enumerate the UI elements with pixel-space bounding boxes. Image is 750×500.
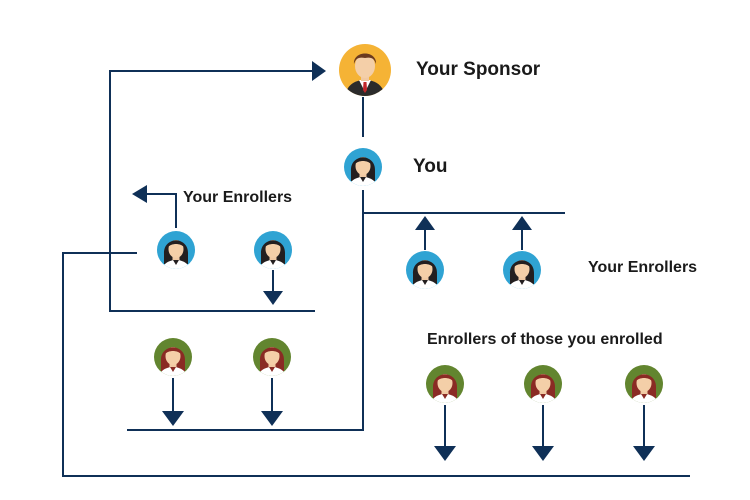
you-downline-line <box>127 190 364 431</box>
arrowhead-left-enroller <box>132 185 147 203</box>
arrowheads <box>132 61 655 461</box>
enroller-avatar-right-2 <box>503 251 541 289</box>
connector-lines <box>62 70 690 477</box>
arrowhead-downline-left2 <box>261 411 283 426</box>
sponsor-label: Your Sponsor <box>416 59 541 80</box>
arrowhead-downline-right1 <box>434 446 456 461</box>
downline-avatar-right-1 <box>426 365 464 403</box>
sponsor-avatar <box>339 44 391 96</box>
enroller-avatar-left-2 <box>254 231 292 269</box>
arrowhead-left-enroller2 <box>263 291 283 305</box>
arrowhead-downline-right3 <box>633 446 655 461</box>
enroller-avatar-right-1 <box>406 251 444 289</box>
left-enroller-arrow-line <box>147 193 177 228</box>
arrowhead-right-enroller2 <box>512 216 532 230</box>
arrowhead-downline-left1 <box>162 411 184 426</box>
outer-loop-line <box>62 252 690 477</box>
arrowhead-downline-right2 <box>532 446 554 461</box>
you-avatar <box>344 148 382 186</box>
enrollers-left-label: Your Enrollers <box>183 189 293 206</box>
downline-avatar-right-2 <box>524 365 562 403</box>
sponsor-loop-line <box>109 70 315 312</box>
arrowhead-to-sponsor <box>312 61 326 81</box>
downline-avatar-right-3 <box>625 365 663 403</box>
downline-avatar-left-2 <box>253 338 291 376</box>
enrollers-right-label: Your Enrollers <box>588 259 698 276</box>
downline-avatar-left-1 <box>154 338 192 376</box>
enroller-avatar-left-1 <box>157 231 195 269</box>
arrowhead-right-enroller1 <box>415 216 435 230</box>
you-label: You <box>413 156 448 177</box>
enrollers-of-enrolled-label: Enrollers of those you enrolled <box>427 331 663 348</box>
